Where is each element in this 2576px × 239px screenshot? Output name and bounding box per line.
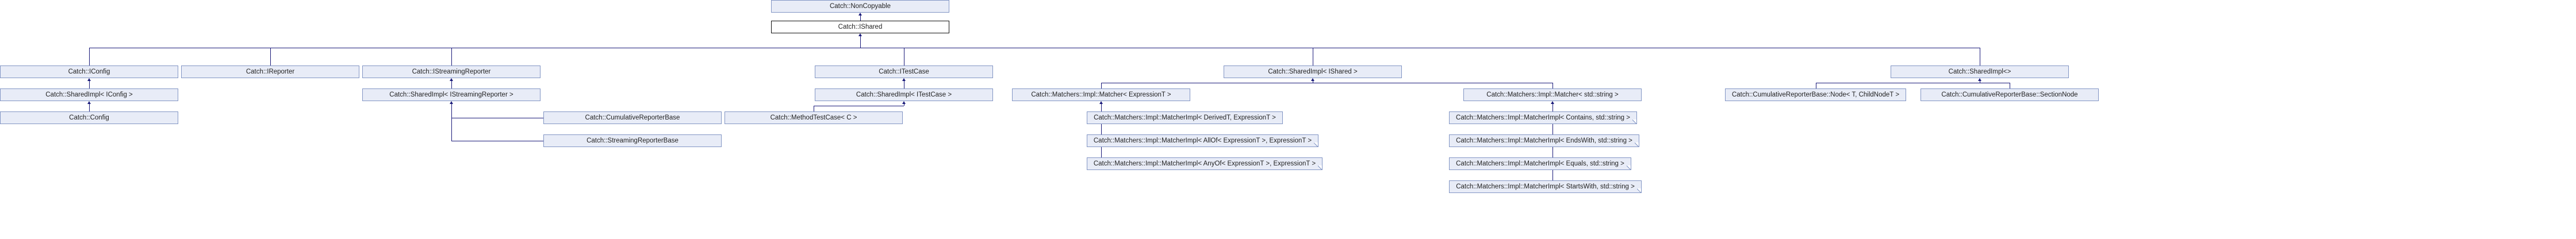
edge-segment-vertical	[1101, 83, 1102, 88]
class-node-matcherimpl_endswith[interactable]: Catch::Matchers::Impl::MatcherImpl< Ends…	[1449, 134, 1639, 147]
class-node-sharedimpl_itc[interactable]: Catch::SharedImpl< ITestCase >	[815, 88, 993, 101]
edge-segment-vertical	[451, 104, 452, 141]
inheritance-arrow-icon	[858, 33, 862, 36]
inheritance-arrow-icon	[1311, 78, 1314, 81]
edge-segment-vertical	[89, 104, 90, 111]
edge-segment-vertical	[270, 48, 271, 65]
class-node-noncopyable[interactable]: Catch::NonCopyable	[771, 0, 949, 13]
class-node-ishared[interactable]: Catch::IShared	[771, 21, 949, 33]
class-node-matcherimpl_equals[interactable]: Catch::Matchers::Impl::MatcherImpl< Equa…	[1449, 157, 1631, 170]
edge-segment-vertical	[1552, 83, 1553, 88]
class-node-config[interactable]: Catch::Config	[0, 111, 178, 124]
class-node-matcherimpl_derived[interactable]: Catch::Matchers::Impl::MatcherImpl< Deri…	[1087, 111, 1283, 124]
edge-segment-vertical	[89, 48, 90, 65]
class-node-matcherimpl_allof[interactable]: Catch::Matchers::Impl::MatcherImpl< AllO…	[1087, 134, 1318, 147]
inheritance-arrow-icon	[858, 13, 862, 16]
class-node-istreamingreporter[interactable]: Catch::IStreamingReporter	[362, 65, 540, 78]
class-node-matcherimpl_startswith[interactable]: Catch::Matchers::Impl::MatcherImpl< Star…	[1449, 180, 1642, 193]
inheritance-arrow-icon	[450, 101, 453, 104]
edge-segment-vertical	[860, 16, 861, 21]
class-node-iconfig[interactable]: Catch::IConfig	[0, 65, 178, 78]
class-node-crb_sectionnode[interactable]: Catch::CumulativeReporterBase::SectionNo…	[1920, 88, 2099, 101]
class-node-itestcase[interactable]: Catch::ITestCase	[815, 65, 993, 78]
class-node-ireporter[interactable]: Catch::IReporter	[181, 65, 359, 78]
class-node-sharedimpl_empty[interactable]: Catch::SharedImpl<>	[1891, 65, 2069, 78]
edge-segment-vertical	[860, 36, 861, 48]
inheritance-arrow-icon	[87, 78, 91, 81]
class-node-sharedimpl_ishared[interactable]: Catch::SharedImpl< IShared >	[1224, 65, 1402, 78]
inheritance-arrow-icon	[450, 78, 453, 81]
class-node-matcher_string[interactable]: Catch::Matchers::Impl::Matcher< std::str…	[1463, 88, 1642, 101]
edge-segment-vertical	[451, 81, 452, 88]
inheritance-arrow-icon	[1551, 101, 1554, 104]
class-node-streamingreporterbase[interactable]: Catch::StreamingReporterBase	[543, 134, 722, 147]
class-node-matcher_exprt[interactable]: Catch::Matchers::Impl::Matcher< Expressi…	[1012, 88, 1190, 101]
class-node-cumulativereporterbase[interactable]: Catch::CumulativeReporterBase	[543, 111, 722, 124]
class-node-methodtestcase[interactable]: Catch::MethodTestCase< C >	[724, 111, 903, 124]
edge-segment-vertical	[451, 48, 452, 65]
class-node-sharedimpl_isr[interactable]: Catch::SharedImpl< IStreamingReporter >	[362, 88, 540, 101]
inheritance-arrow-icon	[1978, 78, 1981, 81]
edge-segment-vertical	[1101, 104, 1102, 164]
inheritance-arrow-icon	[902, 78, 906, 81]
edge-segment-vertical	[89, 81, 90, 88]
class-node-crb_node[interactable]: Catch::CumulativeReporterBase::Node< T, …	[1725, 88, 1906, 101]
inheritance-arrow-icon	[1099, 101, 1103, 104]
class-node-matcherimpl_anyof[interactable]: Catch::Matchers::Impl::MatcherImpl< AnyO…	[1087, 157, 1322, 170]
inheritance-arrow-icon	[902, 101, 906, 104]
inheritance-arrow-icon	[87, 101, 91, 104]
class-node-matcherimpl_contains[interactable]: Catch::Matchers::Impl::MatcherImpl< Cont…	[1449, 111, 1637, 124]
class-node-sharedimpl_iconfig[interactable]: Catch::SharedImpl< IConfig >	[0, 88, 178, 101]
